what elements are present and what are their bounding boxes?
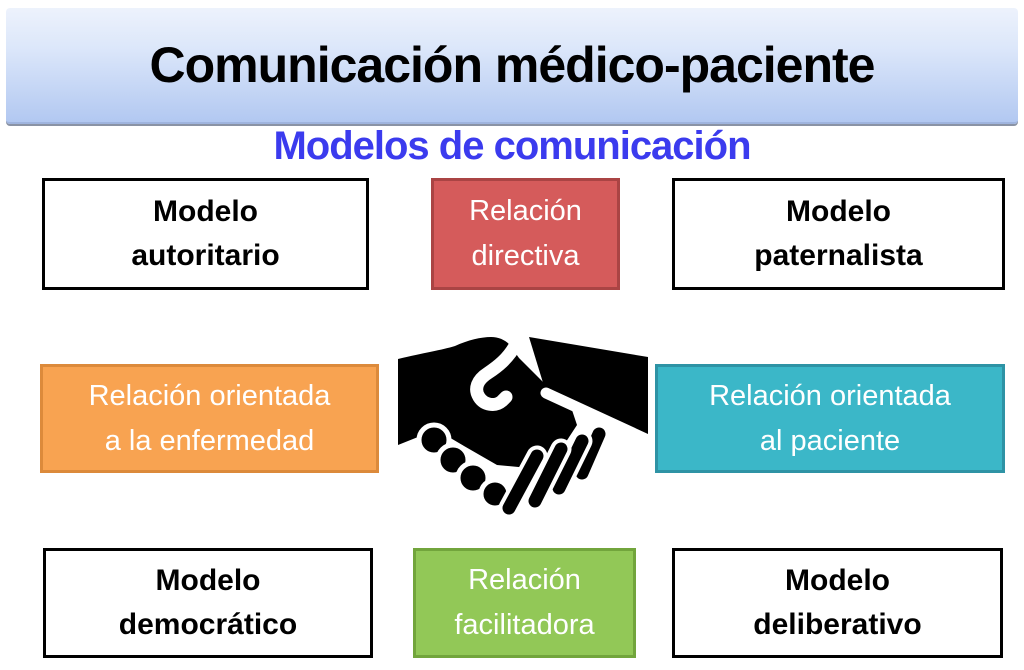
- box-label-line: Modelo: [153, 195, 258, 228]
- box-label-line: democrático: [118, 608, 298, 641]
- box-label-line: facilitadora: [454, 609, 595, 641]
- box-label-line: Relación orientada: [709, 379, 951, 412]
- box-relacion-directiva: Relación directiva: [431, 178, 620, 290]
- box-modelo-deliberativo: Modelo deliberativo: [672, 548, 1003, 658]
- handshake-icon: [398, 337, 648, 517]
- box-modelo-paternalista: Modelo paternalista: [672, 178, 1005, 290]
- box-label-line: paternalista: [754, 239, 923, 272]
- box-relacion-orientada-enfermedad: Relación orientada a la enfermedad: [40, 364, 379, 473]
- box-modelo-autoritario: Modelo autoritario: [42, 178, 369, 290]
- box-label-line: deliberativo: [753, 608, 922, 641]
- page-title: Comunicación médico-paciente: [149, 37, 876, 93]
- box-label-line: Modelo: [786, 195, 891, 228]
- box-label-line: Modelo: [155, 564, 261, 597]
- box-label-line: Relación: [468, 564, 581, 596]
- box-label-line: Relación: [469, 195, 582, 227]
- slide-subtitle: Modelos de comunicación: [273, 124, 751, 168]
- box-modelo-democratico: Modelo democrático: [43, 548, 373, 658]
- box-relacion-facilitadora: Relación facilitadora: [413, 548, 636, 658]
- box-label-line: al paciente: [759, 424, 901, 457]
- box-label-line: autoritario: [131, 239, 280, 272]
- box-label-line: directiva: [471, 240, 580, 272]
- box-label-line: Modelo: [785, 564, 890, 597]
- box-label-line: Relación orientada: [88, 379, 331, 412]
- slide-header-banner: Comunicación médico-paciente: [6, 8, 1018, 124]
- box-label-line: a la enfermedad: [104, 424, 315, 457]
- box-relacion-orientada-paciente: Relación orientada al paciente: [655, 364, 1005, 473]
